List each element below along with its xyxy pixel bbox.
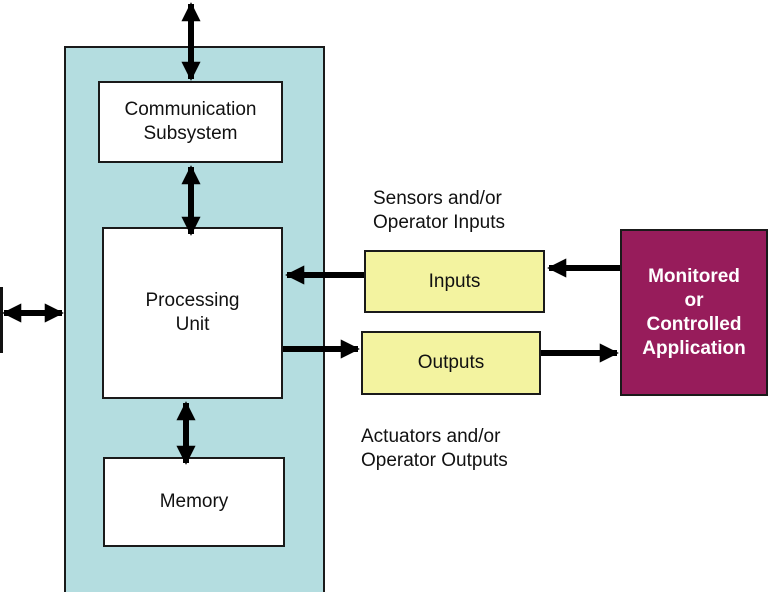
inputs-label: Inputs: [428, 270, 481, 292]
application-label-line1: Monitored: [648, 265, 740, 287]
communication-label-line2: Subsystem: [143, 123, 238, 144]
processing-label-line1: Processing: [145, 290, 240, 311]
sensors-annotation: Sensors and/or Operator Inputs: [373, 187, 505, 235]
inputs-box: Inputs: [364, 250, 545, 313]
application-label-line2: or: [684, 289, 704, 311]
outputs-label: Outputs: [417, 352, 485, 373]
application-label-line4: Application: [642, 337, 746, 359]
monitored-application-box: Monitored or Controlled Application: [620, 229, 768, 396]
processing-label-line2: Unit: [175, 314, 210, 335]
sensors-annotation-line2: Operator Inputs: [373, 212, 506, 233]
actuators-annotation: Actuators and/or Operator Outputs: [361, 425, 508, 473]
left-edge-bar: [0, 287, 3, 353]
communication-label-line1: Communication: [124, 99, 257, 120]
outputs-box: Outputs: [361, 331, 541, 395]
sensors-annotation-line1: Sensors and/or: [373, 188, 502, 209]
communication-subsystem-box: Communication Subsystem: [98, 81, 283, 163]
application-label-line3: Controlled: [646, 313, 742, 335]
actuators-annotation-line2: Operator Outputs: [361, 450, 508, 471]
memory-label: Memory: [159, 491, 229, 512]
processing-unit-box: Processing Unit: [102, 227, 283, 399]
actuators-annotation-line1: Actuators and/or: [361, 426, 501, 447]
